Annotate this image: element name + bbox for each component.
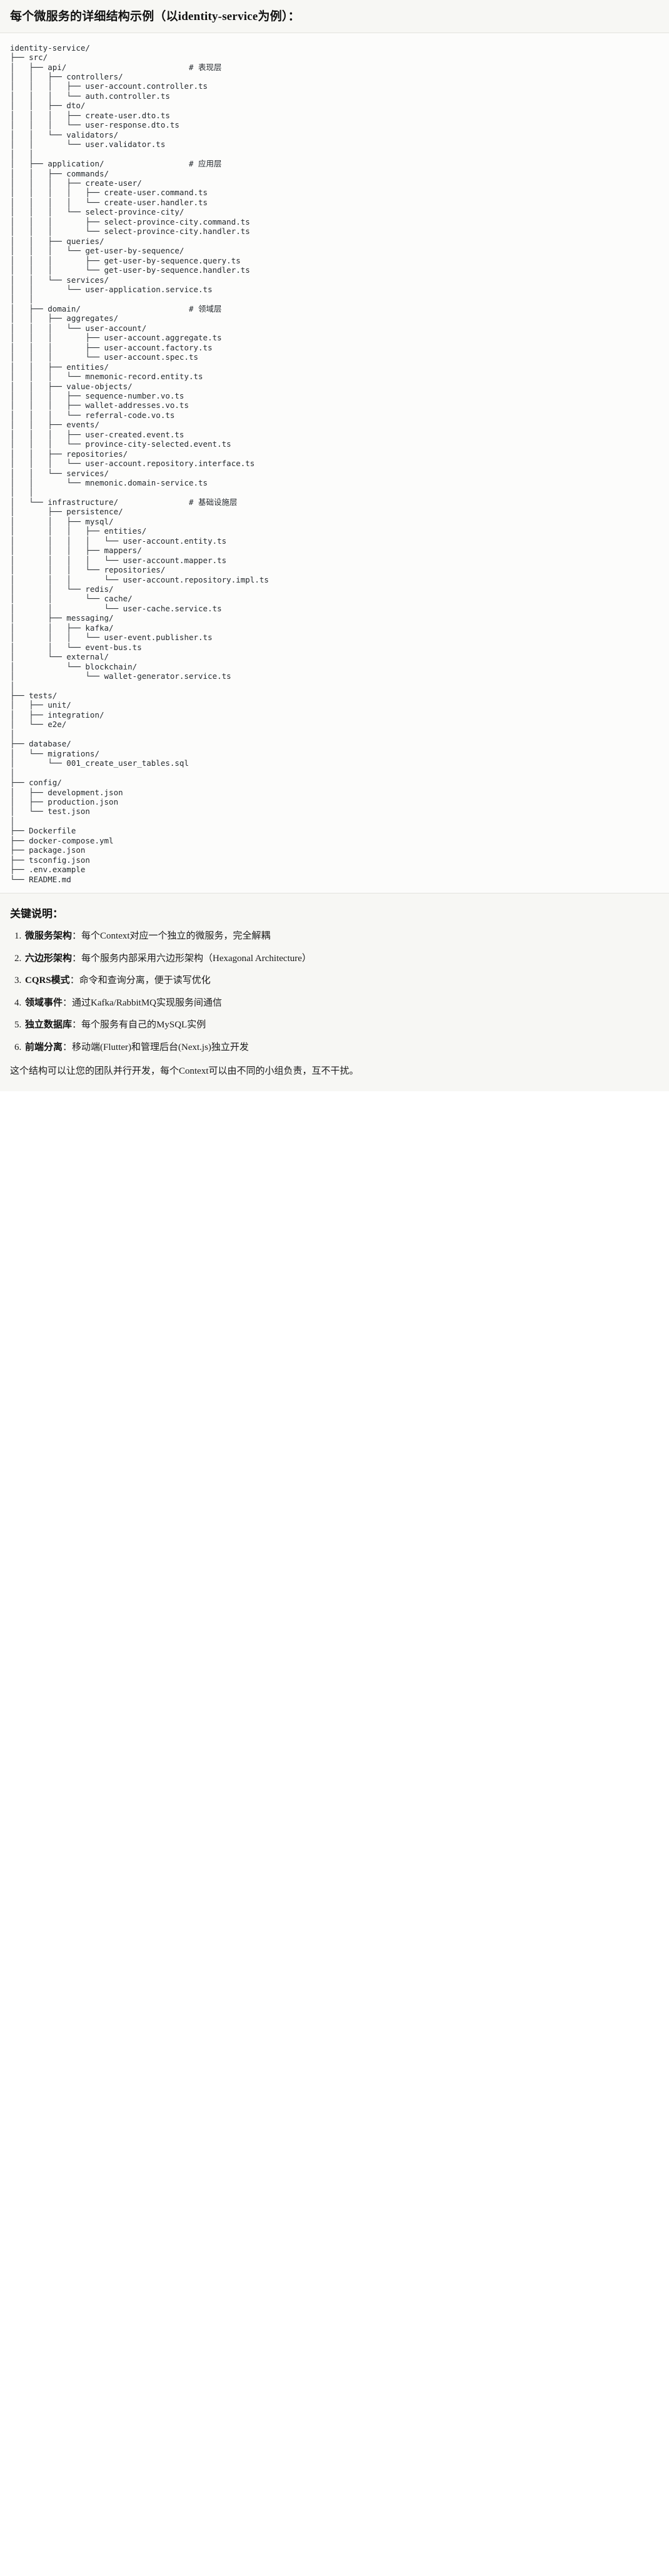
list-item: 微服务架构：每个Context对应一个独立的微服务，完全解耦 (24, 929, 659, 944)
note-separator: ： (63, 997, 73, 1008)
note-description: 每个服务有自己的MySQL实例 (81, 1020, 206, 1031)
note-separator: ： (72, 1020, 82, 1031)
note-term: CQRS模式 (25, 975, 70, 986)
note-term: 独立数据库 (25, 1020, 73, 1031)
directory-tree-block: identity-service/ ├── src/ │ ├── api/ # … (0, 33, 669, 894)
key-notes-section: 关键说明： 微服务架构：每个Context对应一个独立的微服务，完全解耦 六边形… (0, 893, 669, 1092)
key-notes-footer: 这个结构可以让您的团队并行开发，每个Context可以由不同的小组负责，互不干扰… (10, 1066, 359, 1077)
note-separator: ： (72, 953, 82, 964)
list-item: 前端分离：移动端(Flutter)和管理后台(Next.js)独立开发 (24, 1041, 659, 1055)
key-notes-title: 关键说明： (10, 908, 63, 920)
heading-band: 每个微服务的详细结构示例（以identity-service为例）： (0, 0, 669, 33)
note-description: 通过Kafka/RabbitMQ实现服务间通信 (72, 997, 223, 1008)
list-item: 六边形架构：每个服务内部采用六边形架构（Hexagonal Architectu… (24, 952, 659, 966)
note-description: 每个Context对应一个独立的微服务，完全解耦 (81, 931, 271, 942)
note-term: 领域事件 (25, 997, 63, 1008)
note-separator: ： (69, 975, 79, 986)
note-term: 六边形架构 (25, 953, 73, 964)
list-item: CQRS模式：命令和查询分离，便于读写优化 (24, 974, 659, 988)
note-description: 每个服务内部采用六边形架构（Hexagonal Architecture） (81, 953, 311, 964)
note-description: 命令和查询分离，便于读写优化 (79, 975, 211, 986)
directory-tree: identity-service/ ├── src/ │ ├── api/ # … (10, 43, 269, 884)
list-item: 领域事件：通过Kafka/RabbitMQ实现服务间通信 (24, 996, 659, 1011)
list-item: 独立数据库：每个服务有自己的MySQL实例 (24, 1018, 659, 1032)
page-title: 每个微服务的详细结构示例（以identity-service为例）： (10, 10, 300, 23)
note-description: 移动端(Flutter)和管理后台(Next.js)独立开发 (72, 1042, 249, 1052)
note-term: 微服务架构 (25, 931, 73, 942)
note-term: 前端分离 (25, 1042, 63, 1052)
note-separator: ： (72, 931, 82, 942)
note-separator: ： (63, 1042, 73, 1052)
key-notes-list: 微服务架构：每个Context对应一个独立的微服务，完全解耦 六边形架构：每个服… (10, 929, 659, 1054)
